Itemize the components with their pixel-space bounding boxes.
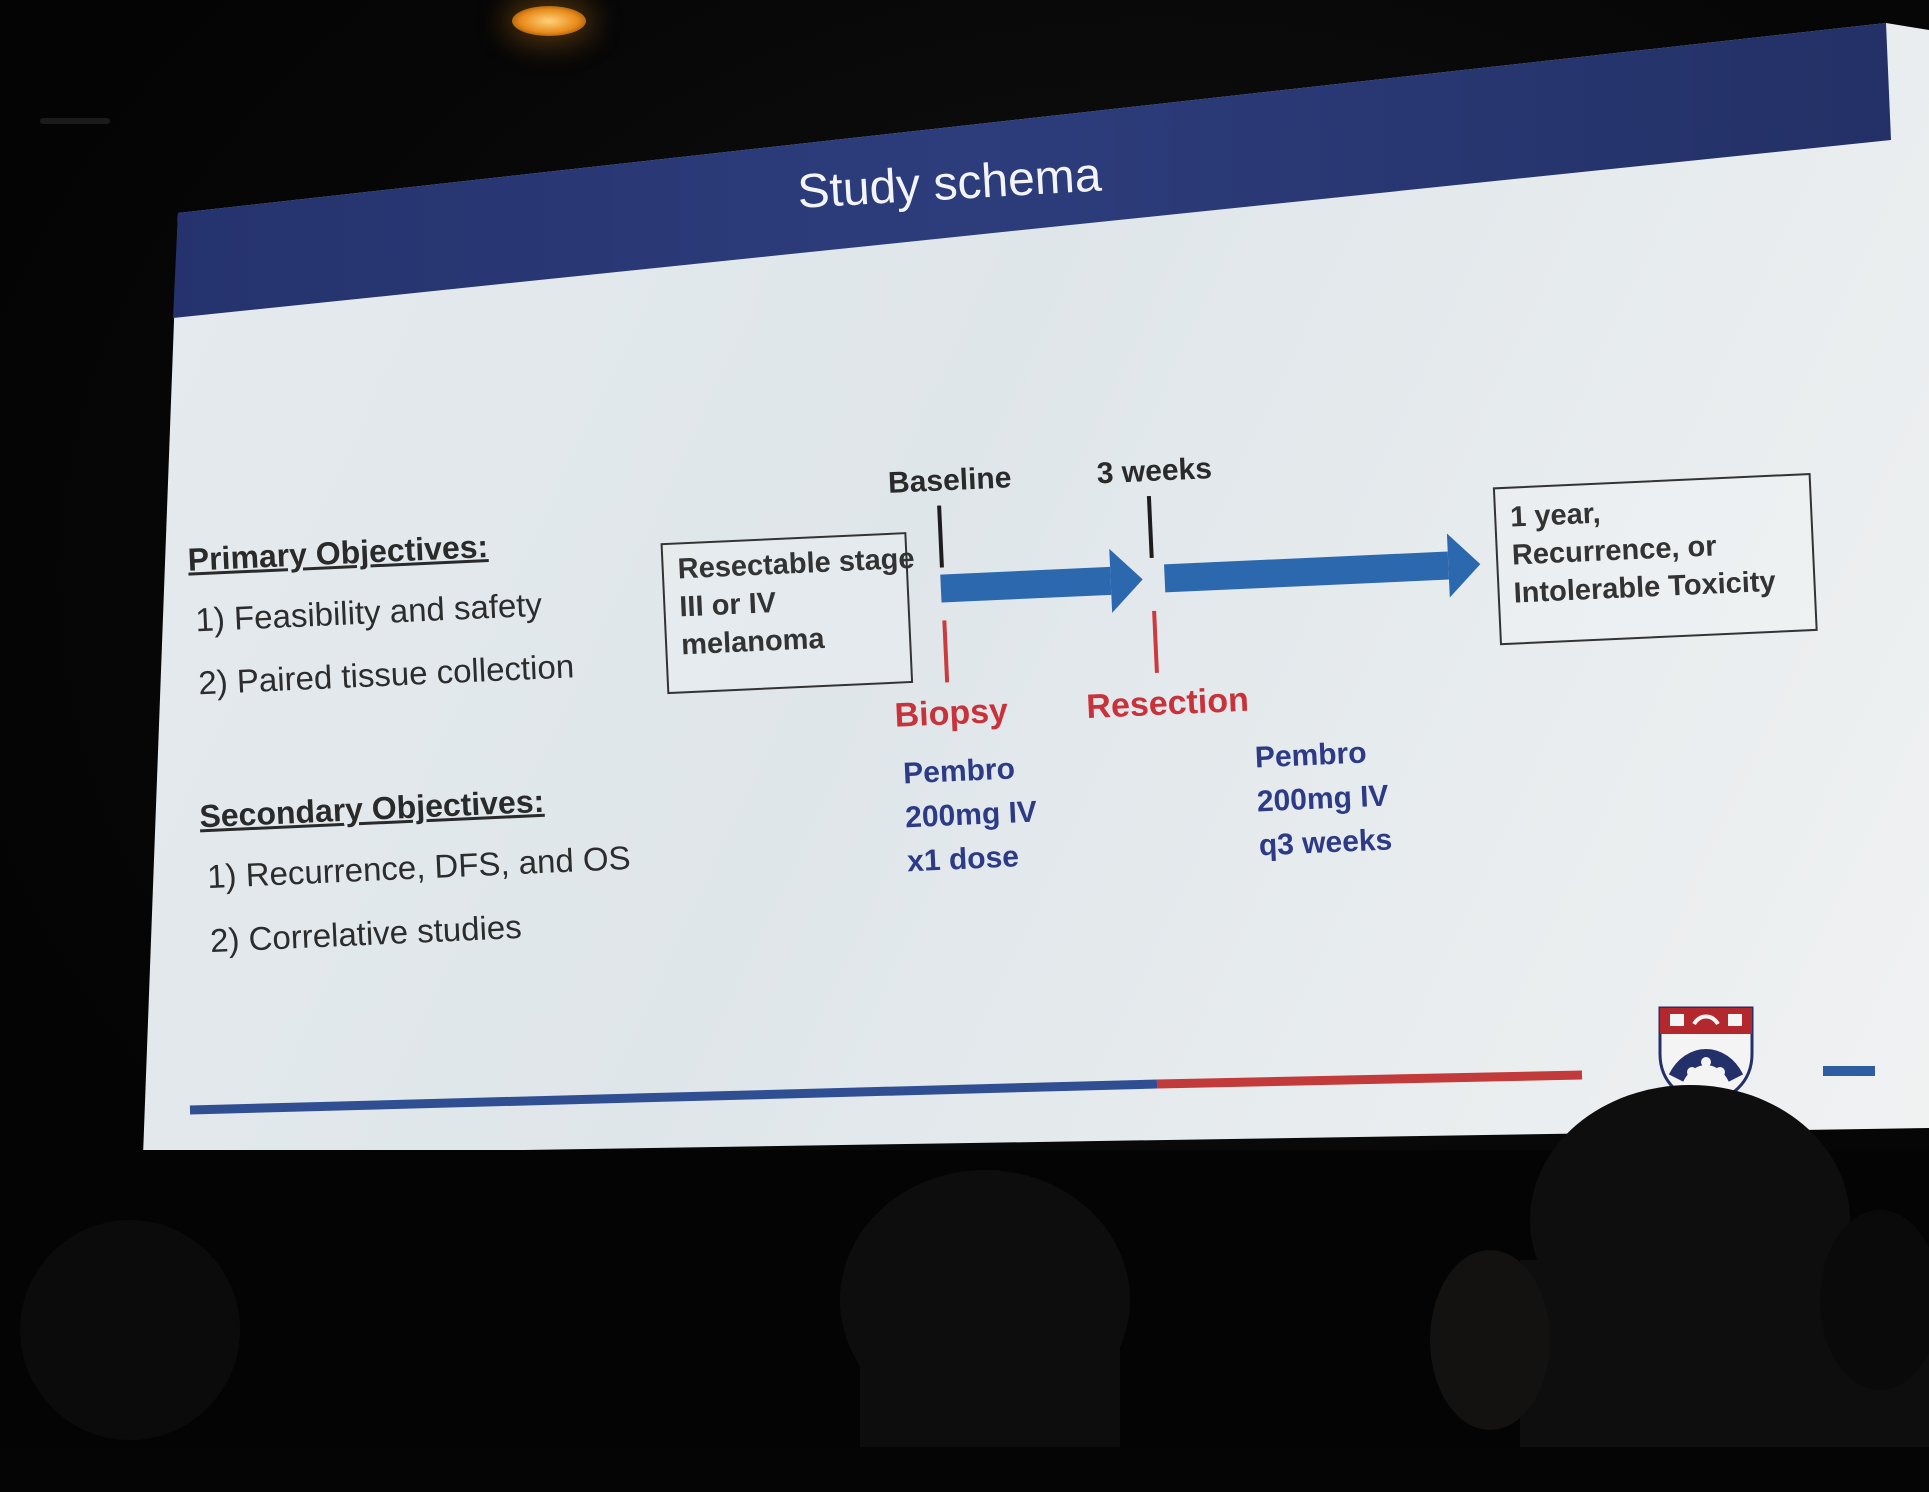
audience-silhouettes <box>1430 1250 1929 1447</box>
ceiling-fixture <box>40 118 110 124</box>
footer-bar-blue <box>189 1079 1158 1115</box>
footer-dash <box>1823 1066 1875 1076</box>
footer-bar-red <box>1156 1070 1583 1089</box>
ceiling-light <box>512 6 586 36</box>
footer-bar <box>189 1070 1583 1115</box>
